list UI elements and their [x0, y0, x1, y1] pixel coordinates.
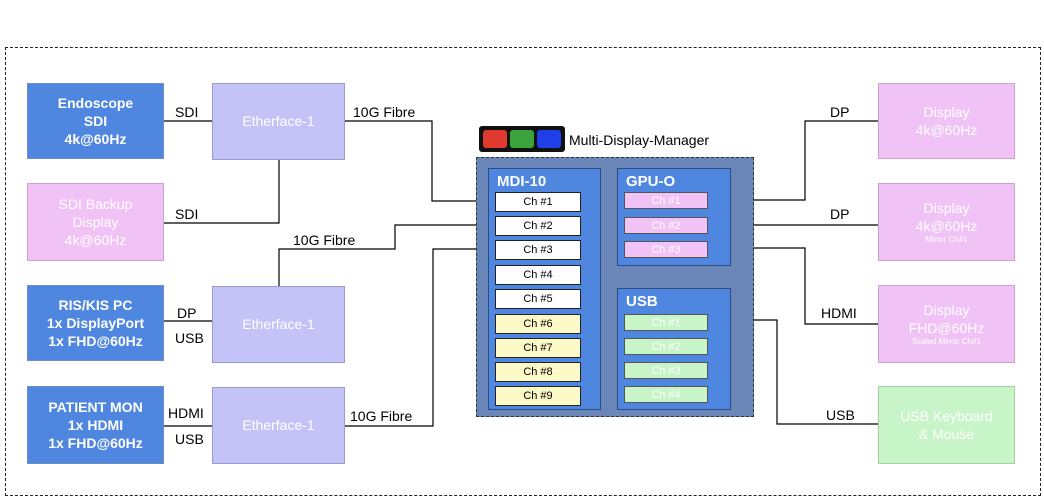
link-label-dp-left: DP [177, 305, 197, 321]
manager-logo [479, 126, 565, 152]
line-gpu-ch1-display1 [707, 120, 878, 201]
ris-kis-line-1: RIS/KIS PC [58, 296, 133, 313]
patient-mon-line-1: PATIENT MON [48, 398, 143, 415]
mdi-10-title: MDI-10 [497, 173, 547, 190]
usb-title: USB [626, 293, 658, 310]
gpu-channel-2: Ch #2 [624, 217, 708, 234]
patient-mon-line-2: 1x HDMI [67, 416, 124, 433]
link-label-hdmi-right: HDMI [821, 305, 857, 321]
line-gpu-ch3-display3 [707, 247, 878, 325]
mdi-channel-6: Ch #6 [495, 314, 581, 334]
endoscope-box: Endoscope SDI 4k@60Hz [27, 83, 164, 159]
logo-green-block [509, 130, 534, 148]
etherface-label: Etherface-1 [242, 113, 315, 130]
gpu-channel-3: Ch #3 [624, 241, 708, 258]
mdi-channel-1: Ch #1 [495, 192, 581, 212]
mdi-channel-4: Ch #4 [495, 265, 581, 285]
ris-kis-line-2: 1x DisplayPort [46, 314, 145, 331]
etherface-1-middle: Etherface-1 [212, 286, 345, 363]
link-label-sdi-2: SDI [175, 206, 199, 222]
display-3-line-1: Display [923, 302, 970, 319]
display-1-line-1: Display [923, 103, 970, 120]
display-3-line-2: FHD@60Hz [908, 320, 985, 337]
display-2-note: Mirror Ch#1 [925, 235, 968, 245]
ris-kis-pc-box: RIS/KIS PC 1x DisplayPort 1x FHD@60Hz [27, 285, 164, 361]
link-label-hdmi-left: HDMI [168, 405, 204, 421]
usb-channel-2: Ch #2 [624, 338, 708, 355]
display-2-line-1: Display [923, 200, 970, 217]
link-label-fibre-3: 10G Fibre [350, 408, 413, 424]
usb-channel-1: Ch #1 [624, 314, 708, 331]
link-label-usb-left-1: USB [175, 330, 204, 346]
keyboard-line-2: & Mouse [918, 426, 975, 442]
usb-channel-4: Ch #4 [624, 386, 708, 403]
gpu-o-title: GPU-O [626, 173, 676, 190]
link-label-dp-right-2: DP [830, 206, 850, 222]
link-label-usb-right: USB [826, 407, 855, 423]
link-label-sdi-1: SDI [175, 104, 199, 120]
line-etherface2-mdi-ch2 [278, 224, 495, 287]
line-etherface3-mdi-ch3 [344, 248, 495, 427]
sdi-backup-display-box: SDI Backup Display 4k@60Hz [27, 183, 164, 261]
mdi-channel-7: Ch #7 [495, 338, 581, 358]
logo-red-block [483, 130, 508, 148]
display-3-box: Display FHD@60Hz Scaled Mirror Ch#1 [878, 285, 1015, 363]
patient-mon-box: PATIENT MON 1x HDMI 1x FHD@60Hz [27, 386, 164, 464]
display-3-note: Scaled Mirror Ch#1 [912, 337, 981, 347]
display-2-line-2: 4k@60Hz [915, 218, 978, 235]
link-label-fibre-2: 10G Fibre [293, 232, 356, 248]
sdi-backup-line-3: 4k@60Hz [64, 232, 127, 249]
patient-mon-line-3: 1x FHD@60Hz [48, 435, 143, 452]
endoscope-line-3: 4k@60Hz [64, 131, 127, 148]
etherface-1-top: Etherface-1 [212, 83, 345, 160]
etherface-label: Etherface-1 [242, 316, 315, 333]
mdi-channel-2: Ch #2 [495, 216, 581, 236]
gpu-o-panel: GPU-O Ch #1 Ch #2 Ch #3 [617, 168, 731, 266]
endoscope-line-1: Endoscope [57, 94, 134, 111]
usb-panel: USB Ch #1 Ch #2 Ch #3 Ch #4 [617, 288, 731, 410]
mdi-10-panel: MDI-10 Ch #1 Ch #2 Ch #3 Ch #4 Ch #5 Ch … [488, 168, 601, 410]
sdi-backup-line-1: SDI Backup [58, 195, 133, 212]
usb-keyboard-mouse-box: USB Keyboard & Mouse [878, 386, 1015, 464]
link-label-fibre-1: 10G Fibre [353, 104, 416, 120]
logo-blue-block [536, 130, 561, 148]
sdi-backup-line-2: Display [72, 213, 119, 230]
display-1-box: Display 4k@60Hz [878, 83, 1015, 159]
keyboard-line-1: USB Keyboard [900, 407, 993, 424]
link-label-dp-right-1: DP [830, 104, 850, 120]
line-etherface1-mdi-ch1 [344, 120, 495, 202]
line-backup-etherface [163, 159, 280, 224]
mdi-channel-9: Ch #9 [495, 386, 581, 406]
mdi-channel-5: Ch #5 [495, 289, 581, 309]
link-label-usb-left-2: USB [175, 431, 204, 447]
etherface-1-bottom: Etherface-1 [212, 387, 345, 464]
system-boundary-frame [5, 47, 1041, 496]
endoscope-line-2: SDI [83, 112, 108, 129]
multi-display-manager-container: MDI-10 Ch #1 Ch #2 Ch #3 Ch #4 Ch #5 Ch … [476, 157, 754, 417]
etherface-label: Etherface-1 [242, 417, 315, 434]
mdi-channel-8: Ch #8 [495, 362, 581, 382]
ris-kis-line-3: 1x FHD@60Hz [48, 333, 143, 350]
display-1-line-2: 4k@60Hz [915, 122, 978, 138]
mdi-channel-3: Ch #3 [495, 240, 581, 260]
display-2-box: Display 4k@60Hz Mirror Ch#1 [878, 183, 1015, 261]
manager-title: Multi-Display-Manager [569, 132, 710, 148]
gpu-channel-1: Ch #1 [624, 192, 708, 209]
usb-channel-3: Ch #3 [624, 362, 708, 379]
